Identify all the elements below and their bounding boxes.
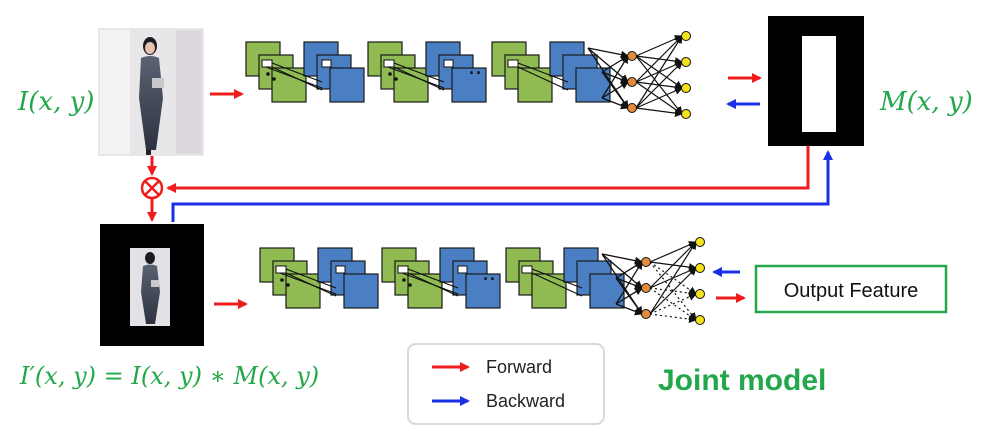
feature-map-green: [407, 273, 443, 309]
kernel-box: [507, 59, 519, 68]
kernel-ray: [265, 66, 323, 89]
circle-times-icon: [140, 176, 164, 200]
masked-formula: I′(x, y) = I(x, y) ∗ M(x, y): [19, 362, 319, 390]
feature-map-blue: [451, 67, 487, 103]
kernel-ray: [285, 268, 337, 289]
fc-connection: [615, 261, 643, 305]
ellipsis-dots: ..: [468, 55, 482, 80]
fc-connection: [601, 253, 643, 265]
hidden-neuron: [627, 103, 637, 113]
fc-connection: [615, 287, 643, 305]
kernel-ray: [401, 272, 459, 295]
output-neuron: [695, 237, 705, 247]
masked-image: [100, 224, 204, 346]
kernel-box: [521, 265, 533, 274]
legend: Forward Backward: [407, 343, 605, 425]
fc-connection: [635, 107, 683, 118]
fc-connection: [635, 35, 683, 83]
output-neuron: [681, 31, 691, 41]
feature-map-blue: [465, 273, 501, 309]
kernel-box: [321, 59, 332, 68]
cnn-top: ..: [245, 31, 691, 119]
input-label: I(x, y): [17, 87, 94, 117]
hidden-neuron: [641, 309, 651, 319]
feature-map-green: [393, 67, 429, 103]
kernel-ray: [517, 66, 569, 91]
kernel-box: [261, 59, 273, 68]
dot: [388, 72, 392, 76]
output-neuron: [681, 57, 691, 67]
fc-connection: [601, 81, 629, 99]
output-neuron: [695, 315, 705, 325]
dot: [272, 77, 276, 81]
mask-label: M(x, y): [879, 87, 973, 117]
mask-image: [768, 16, 864, 146]
kernel-ray: [393, 62, 445, 83]
fc-connection: [587, 47, 629, 59]
mask-to-multiply-line: [166, 146, 810, 193]
feature-map-blue: [343, 273, 379, 309]
feature-map-green: [531, 273, 567, 309]
kernel-ray: [279, 272, 337, 295]
fc-connection: [649, 261, 697, 295]
fc-connection: [649, 287, 697, 321]
kernel-ray: [407, 268, 459, 289]
fc-connection: [649, 293, 697, 315]
feature-map-green: [285, 273, 321, 309]
kernel-ray: [531, 268, 583, 289]
hidden-neuron: [627, 51, 637, 61]
input-photo: [98, 28, 204, 156]
dot: [402, 278, 406, 282]
cnn-bottom: ..: [259, 237, 705, 325]
kernel-box: [457, 265, 468, 274]
kernel-ray: [271, 62, 323, 83]
fc-connection: [649, 241, 697, 289]
kernel-ray: [517, 62, 569, 83]
dot: [408, 283, 412, 287]
dot: [280, 278, 284, 282]
backward-to-mask-line: [171, 150, 833, 222]
kernel-box: [397, 265, 409, 274]
legend-forward-label: Forward: [486, 357, 552, 377]
kernel-ray: [531, 272, 583, 297]
hidden-neuron: [627, 77, 637, 87]
feature-map-green: [517, 67, 553, 103]
fc-connection: [635, 35, 683, 109]
fc-connection: [649, 267, 697, 315]
feature-map-green: [271, 67, 307, 103]
output-neuron: [681, 109, 691, 119]
kernel-box: [383, 59, 395, 68]
fc-connection: [649, 261, 697, 321]
fc-connection: [615, 303, 643, 316]
fc-connection: [601, 97, 629, 110]
output-neuron: [681, 83, 691, 93]
kernel-box: [443, 59, 454, 68]
kernel-ray: [387, 66, 445, 89]
output-neuron: [695, 263, 705, 273]
kernel-box: [275, 265, 287, 274]
kernel-box: [335, 265, 346, 274]
hidden-neuron: [641, 283, 651, 293]
dot: [286, 283, 290, 287]
hidden-neuron: [641, 257, 651, 267]
dot: [266, 72, 270, 76]
fc-connection: [649, 313, 697, 324]
fc-connection: [649, 241, 697, 315]
fc-connection: [635, 61, 683, 109]
dot: [394, 77, 398, 81]
output-neuron: [695, 289, 705, 299]
output-feature-box: [754, 264, 948, 314]
legend-backward-label: Backward: [486, 391, 565, 411]
joint-model-title: Joint model: [658, 364, 826, 397]
feature-map-blue: [329, 67, 365, 103]
fc-connection: [601, 55, 629, 99]
ellipsis-dots: ..: [482, 261, 496, 286]
fc-connection: [635, 87, 683, 109]
output-feature-label: Output Feature: [784, 280, 919, 302]
